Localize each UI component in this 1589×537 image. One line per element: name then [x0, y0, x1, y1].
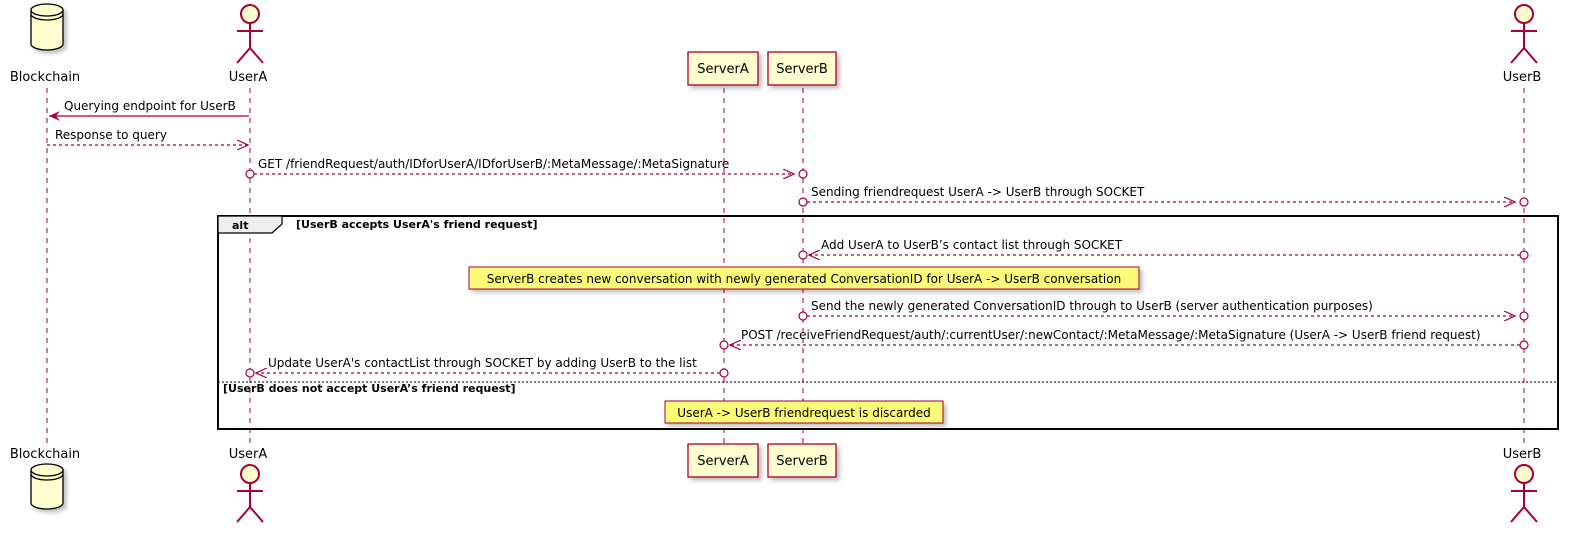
note-2: UserA -> UserB friendrequest is discarde… [664, 400, 944, 424]
frame-keyword: alt [232, 219, 248, 232]
message-label: Sending friendrequest UserA -> UserB thr… [811, 185, 1145, 199]
participant-servera-bottom: ServerA [687, 443, 759, 478]
participant-label: UserA [229, 447, 268, 462]
message-label: Update UserA's contactList through SOCKE… [268, 356, 697, 370]
participant-blockchain-top: Blockchain [10, 3, 80, 85]
participant-label: ServerA [697, 454, 749, 469]
participant-usera-top: UserA [229, 4, 268, 85]
frame-guard-reject: [UserB does not accept UserA’s friend re… [223, 382, 516, 395]
participant-blockchain-bottom: Blockchain [10, 447, 80, 510]
participant-label: UserB [1503, 447, 1542, 462]
message-label: Querying endpoint for UserB [64, 99, 236, 113]
participant-userb-top: UserB [1503, 4, 1542, 85]
message-label: Send the newly generated ConversationID … [811, 299, 1373, 313]
message-6: Send the newly generated ConversationID … [798, 299, 1529, 320]
actor-icon [236, 4, 264, 64]
note-text: ServerB creates new conversation with ne… [487, 272, 1121, 286]
participant-label: UserB [1503, 70, 1542, 85]
message-2: Response to query [47, 128, 248, 145]
message-7: POST /receiveFriendRequest/auth/:current… [719, 328, 1529, 349]
participant-usera-bottom: UserA [229, 447, 268, 523]
message-label: GET /friendRequest/auth/IDforUserA/IDfor… [258, 157, 729, 171]
actor-icon [236, 464, 264, 523]
participant-label: Blockchain [10, 70, 80, 85]
actor-icon [1510, 464, 1538, 523]
participant-label: ServerA [697, 62, 749, 77]
participant-servera-top: ServerA [687, 51, 759, 86]
note-1: ServerB creates new conversation with ne… [468, 266, 1140, 290]
actor-icon [1510, 4, 1538, 64]
database-icon [30, 3, 64, 51]
message-3: GET /friendRequest/auth/IDforUserA/IDfor… [245, 157, 808, 178]
participant-label: UserA [229, 70, 268, 85]
message-4: Sending friendrequest UserA -> UserB thr… [798, 185, 1529, 206]
note-text: UserA -> UserB friendrequest is discarde… [677, 406, 930, 420]
message-5: Add UserA to UserB’s contact list throug… [798, 238, 1529, 259]
frame-guard-accept: [UserB accepts UserA's friend request] [296, 218, 538, 231]
participant-label: ServerB [776, 454, 828, 469]
participant-serverb-top: ServerB [767, 51, 837, 86]
message-label: Add UserA to UserB’s contact list throug… [821, 238, 1123, 252]
participant-label: Blockchain [10, 447, 80, 462]
message-8: Update UserA's contactList through SOCKE… [245, 356, 729, 377]
database-icon [30, 463, 64, 510]
message-label: POST /receiveFriendRequest/auth/:current… [741, 328, 1481, 342]
message-label: Response to query [55, 128, 167, 142]
participant-serverb-bottom: ServerB [767, 443, 837, 478]
participant-userb-bottom: UserB [1503, 447, 1542, 523]
alt-frame: alt [UserB accepts UserA's friend reques… [217, 215, 1559, 430]
message-1: Querying endpoint for UserB [49, 99, 249, 121]
participant-label: ServerB [776, 62, 828, 77]
